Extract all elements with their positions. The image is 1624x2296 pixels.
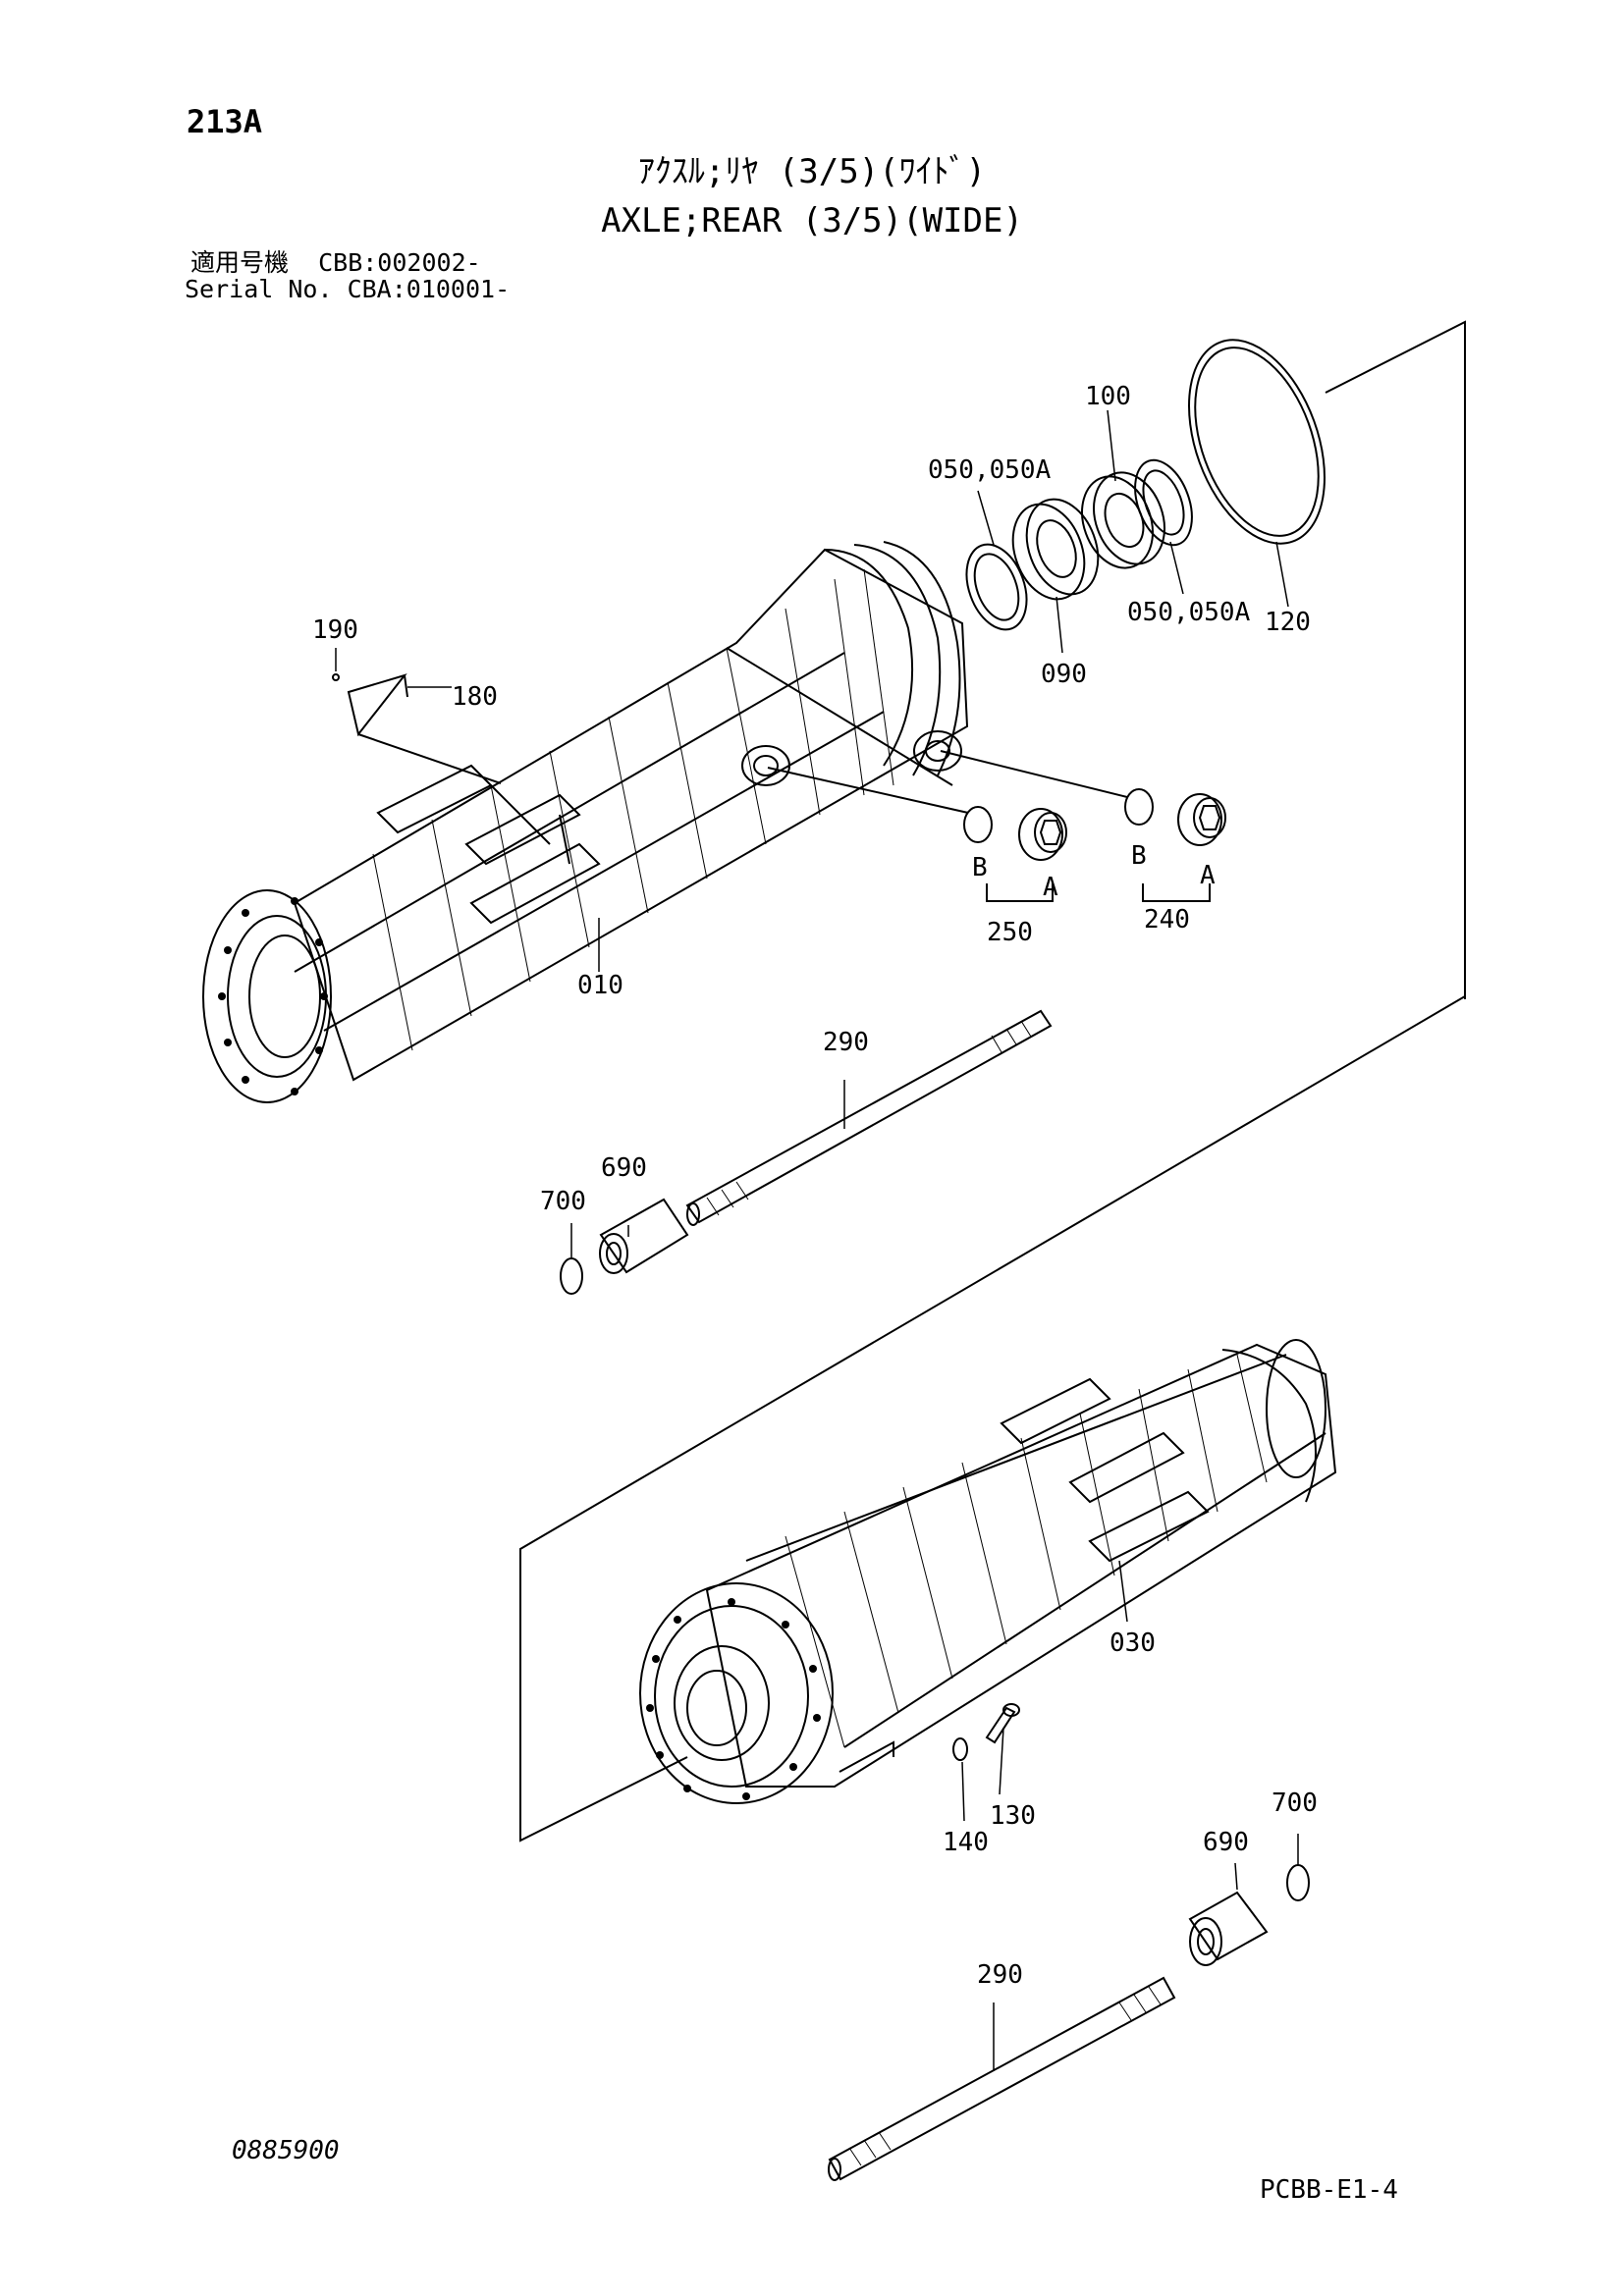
bolt-130 [839,1703,1020,1773]
bracket-240 [1142,883,1211,902]
snap-ring-700-upper [560,1257,583,1295]
plate-180 [347,673,502,784]
bearing-090 [1011,498,1100,601]
snap-ring-700-lower [1286,1864,1310,1901]
part-labels: 100 050,050A 050,050A 120 090 190 180 01… [312,382,1318,1990]
label-010: 010 [577,971,623,1000]
document-number: 0885900 [232,2136,340,2165]
label-100: 100 [1085,382,1131,411]
washer-140 [952,1737,968,1761]
label-290-lower: 290 [977,1960,1023,1990]
screw-190 [332,673,340,681]
sleeve-690-lower [1188,1891,1269,1966]
label-700-lower: 700 [1272,1789,1318,1818]
label-690-lower: 690 [1203,1828,1249,1857]
label-090: 090 [1041,660,1087,689]
label-140: 140 [943,1828,989,1857]
label-a-240: A [1200,861,1216,890]
axle-shaft-290-lower [828,1976,1176,2181]
axle-housing-030 [639,1339,1337,1804]
label-b-250: B [972,853,988,882]
bearing-100 [1081,471,1165,569]
plug-assembly-250 [767,767,1067,861]
applicable-serial-line-1: 適用号機 CBB:002002- [190,248,481,277]
sleeve-690-upper [599,1198,689,1274]
plug-assembly-240 [940,750,1226,846]
title-japanese: ｱｸｽﾙ;ﾘﾔ (3/5)(ﾜｲﾄﾞ) [637,152,987,191]
label-180: 180 [452,682,498,712]
label-050-050a-top: 050,050A [928,455,1052,485]
label-290-upper: 290 [823,1028,869,1057]
bracket-250 [986,883,1054,902]
shim-050-left [965,543,1028,631]
axle-shaft-290-upper [685,1009,1053,1226]
label-a-250: A [1043,873,1058,902]
label-250: 250 [987,918,1033,947]
label-050-050a-mid: 050,050A [1127,598,1251,627]
label-190: 190 [312,615,358,645]
label-030: 030 [1110,1629,1156,1658]
applicable-serial-line-2: Serial No. CBA:010001- [185,275,511,303]
title-english: AXLE;REAR (3/5)(WIDE) [601,201,1023,240]
assembly-boundary-lines [519,320,1466,1842]
label-690-upper: 690 [601,1153,647,1183]
label-b-240: B [1131,841,1147,871]
sheet-code: PCBB-E1-4 [1260,2175,1398,2205]
label-240: 240 [1144,905,1190,934]
axle-housing-010 [202,541,969,1103]
leader-lines [335,409,1299,2071]
label-700-upper: 700 [540,1187,586,1216]
label-130: 130 [990,1801,1036,1831]
o-ring-120 [1188,339,1326,545]
page-number: 213A [187,103,263,140]
label-120: 120 [1265,608,1311,637]
